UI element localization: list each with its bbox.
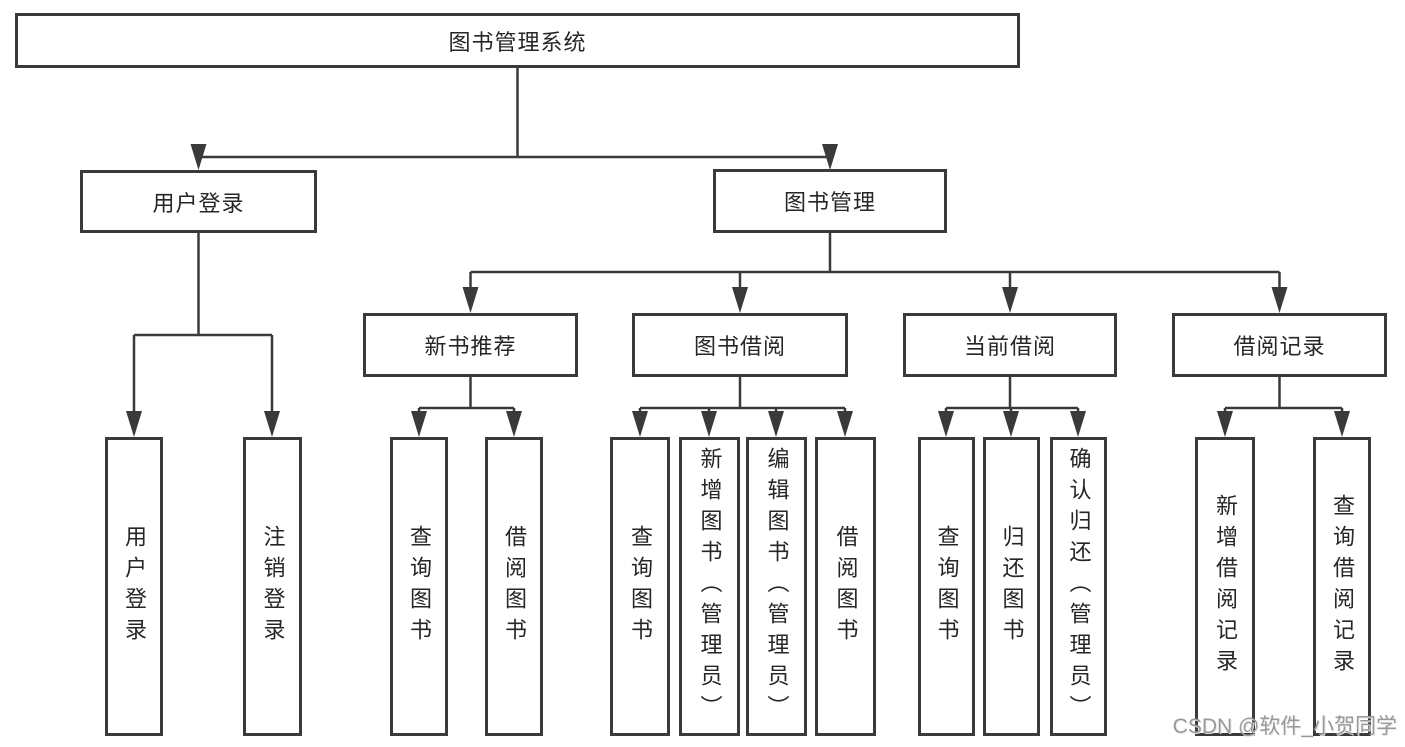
node-new-book-recommend: 新书推荐: [363, 313, 578, 377]
leaf-query-book-1-label: 查询图书: [407, 524, 432, 649]
node-book-management-label: 图书管理: [783, 190, 876, 215]
node-borrow-record-label: 借阅记录: [1233, 334, 1326, 359]
connector-userlogin-to-leaves: [132, 233, 274, 433]
leaf-add-book-admin-label: 新增图书（管理员）: [697, 447, 723, 726]
node-borrow-record: 借阅记录: [1172, 313, 1387, 377]
node-new-book-recommend-label: 新书推荐: [424, 334, 517, 359]
leaf-add-borrow-record-label: 新增借阅记录: [1213, 493, 1238, 680]
leaf-add-book-admin: 新增图书（管理员）: [679, 437, 740, 736]
leaf-return-book: 归还图书: [983, 437, 1040, 736]
leaf-logout-login: 注销登录: [243, 437, 302, 736]
leaf-confirm-return-admin-label: 确认归还（管理员）: [1066, 447, 1092, 726]
node-book-borrow-label: 图书借阅: [693, 334, 786, 359]
node-library-management-system: 图书管理系统: [15, 13, 1020, 68]
node-book-management: 图书管理: [713, 169, 947, 233]
leaf-query-book-3-label: 查询图书: [934, 524, 960, 649]
leaf-add-borrow-record: 新增借阅记录: [1195, 437, 1255, 736]
leaf-query-book-3: 查询图书: [918, 437, 975, 736]
connector-borrowrecord-to-leaves: [1223, 377, 1344, 428]
leaf-confirm-return-admin: 确认归还（管理员）: [1050, 437, 1107, 736]
leaf-edit-book-admin: 编辑图书（管理员）: [746, 437, 807, 736]
leaf-borrow-book-1: 借阅图书: [485, 437, 543, 736]
connector-root-to-level2: [197, 68, 832, 166]
leaf-edit-book-admin-label: 编辑图书（管理员）: [764, 447, 790, 726]
csdn-watermark: CSDN @软件_小贺同学: [1172, 715, 1397, 738]
leaf-query-borrow-record-label: 查询借阅记录: [1330, 493, 1355, 680]
leaf-user-login: 用户登录: [105, 437, 163, 736]
node-user-login-label: 用户登录: [152, 190, 245, 216]
leaf-query-book-2-label: 查询图书: [628, 524, 653, 649]
leaf-return-book-label: 归还图书: [999, 524, 1025, 649]
node-current-borrow-label: 当前借阅: [963, 334, 1056, 359]
leaf-logout-login-label: 注销登录: [260, 524, 286, 649]
connector-bookborrow-to-leaves: [638, 377, 847, 428]
node-current-borrow: 当前借阅: [903, 313, 1117, 377]
node-book-borrow: 图书借阅: [632, 313, 848, 377]
arrowheads: [126, 144, 1350, 437]
leaf-query-book-1: 查询图书: [390, 437, 448, 736]
node-library-management-system-label: 图书管理系统: [448, 29, 587, 55]
connector-newbook-to-leaves: [417, 377, 516, 428]
leaf-borrow-book-1-label: 借阅图书: [502, 524, 527, 649]
leaf-borrow-book-2: 借阅图书: [815, 437, 876, 736]
node-user-login: 用户登录: [80, 170, 317, 233]
leaf-query-borrow-record: 查询借阅记录: [1313, 437, 1371, 736]
leaf-query-book-2: 查询图书: [610, 437, 670, 736]
connector-bookmgmt-to-level3: [469, 233, 1281, 300]
leaf-borrow-book-2-label: 借阅图书: [833, 524, 859, 649]
leaf-user-login-label: 用户登录: [122, 524, 147, 649]
